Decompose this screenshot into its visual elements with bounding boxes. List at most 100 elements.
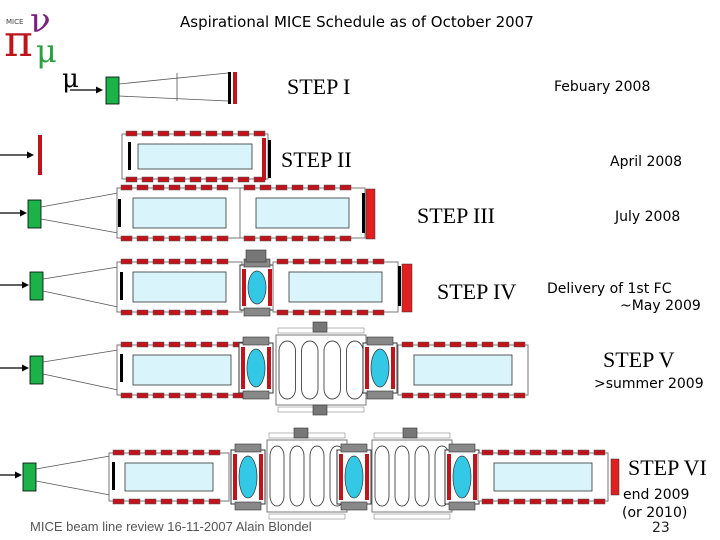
black-detector-plane [112,462,115,490]
coil-block [372,258,385,265]
footer-text: MICE beam line review 16-11-2007 Alain B… [30,519,312,534]
coil-block [259,235,272,242]
coil-block [168,392,181,399]
tof-detector [29,355,44,385]
coil-block [160,449,173,456]
step-3-label: STEP III [417,203,496,228]
coil-block [529,498,542,505]
coil-block [208,449,221,456]
coil-block [593,449,606,456]
tof-detector [29,271,44,301]
red-detector-plane [262,138,266,180]
tracker-volume [137,143,253,170]
logo-small-text: MICE [6,18,23,26]
mice-logo: π ν μ MICE [4,1,57,70]
coil-block [237,176,250,183]
coil-block [481,392,494,399]
coil-block [205,130,218,137]
tracker-volume [124,462,214,492]
coil-block [120,235,133,242]
nu-logo-letter: ν [30,1,51,41]
coil-winding [233,454,237,500]
tracker-volume [132,271,227,303]
coil-block [200,309,213,316]
coil-block [529,449,542,456]
coil-block [184,341,197,348]
coil-block [136,341,149,348]
focus-coil-bottom [366,390,394,400]
step-5-date: >summer 2009 [594,376,704,392]
beam-envelope-line [40,218,119,234]
coil-block [112,449,125,456]
coil-block [136,258,149,265]
beam-envelope-line [42,373,119,391]
black-detector-plane [120,354,123,382]
beam-envelope-line [118,95,229,102]
coil-winding [447,454,451,500]
tof-red-block [365,188,376,240]
rf-cavity [278,340,296,400]
focus-coil-top [242,336,270,346]
coil-block [120,392,133,399]
black-detector-plane [120,272,123,300]
beam-arrow-head [20,209,27,217]
tracker-volume [493,462,593,492]
coil-block [200,184,213,191]
coil-block [136,392,149,399]
tracker-volume [255,197,350,229]
coil-block [184,258,197,265]
beam-envelope-line [40,192,119,208]
focus-coil-bottom [243,307,271,317]
tof-red-block [401,263,413,313]
coil-block [216,184,229,191]
coil-block [152,392,165,399]
coil-block [433,341,446,348]
coil-block [152,184,165,191]
step-4-date-line-1: Delivery of 1st FC [547,281,672,297]
coil-winding [241,347,245,389]
rf-cavity [394,445,410,507]
coil-block [136,235,149,242]
coil-block [449,341,462,348]
black-detector-plane [118,199,121,227]
coil-block [340,309,353,316]
step-6-date-line-1: end 2009 [623,487,690,503]
red-detector-plane [38,135,42,175]
step-4-date-line-2: ~May 2009 [620,298,701,314]
coil-block [465,341,478,348]
coil-winding [242,269,246,306]
coil-block [465,392,478,399]
coil-block [192,449,205,456]
coil-block [168,341,181,348]
coil-block [513,392,526,399]
black-detector-plane [228,72,231,104]
coil-block [184,392,197,399]
coil-block [120,341,133,348]
focus-coil-support [245,249,267,263]
coil-block [339,235,352,242]
coil-block [243,235,256,242]
coil-block [324,258,337,265]
coil-block [189,176,202,183]
rf-cavity [289,445,305,507]
coil-block [513,498,526,505]
coil-block [259,184,272,191]
coil-block [144,498,157,505]
coil-block [200,235,213,242]
coil-block [577,498,590,505]
absorber-window [247,270,267,305]
focus-coil-bottom [234,501,262,511]
coil-block [356,309,369,316]
coil-block [497,498,510,505]
coil-block [276,309,289,316]
tof-detector [27,199,42,229]
coil-block [152,258,165,265]
tracker-volume [288,271,383,303]
step-2-label: STEP II [281,147,352,172]
rf-cavity [323,340,341,400]
coil-block [221,176,234,183]
coil-block [216,341,229,348]
absorber-window [344,455,364,499]
coil-block [275,184,288,191]
beam-envelope-line [42,349,119,363]
